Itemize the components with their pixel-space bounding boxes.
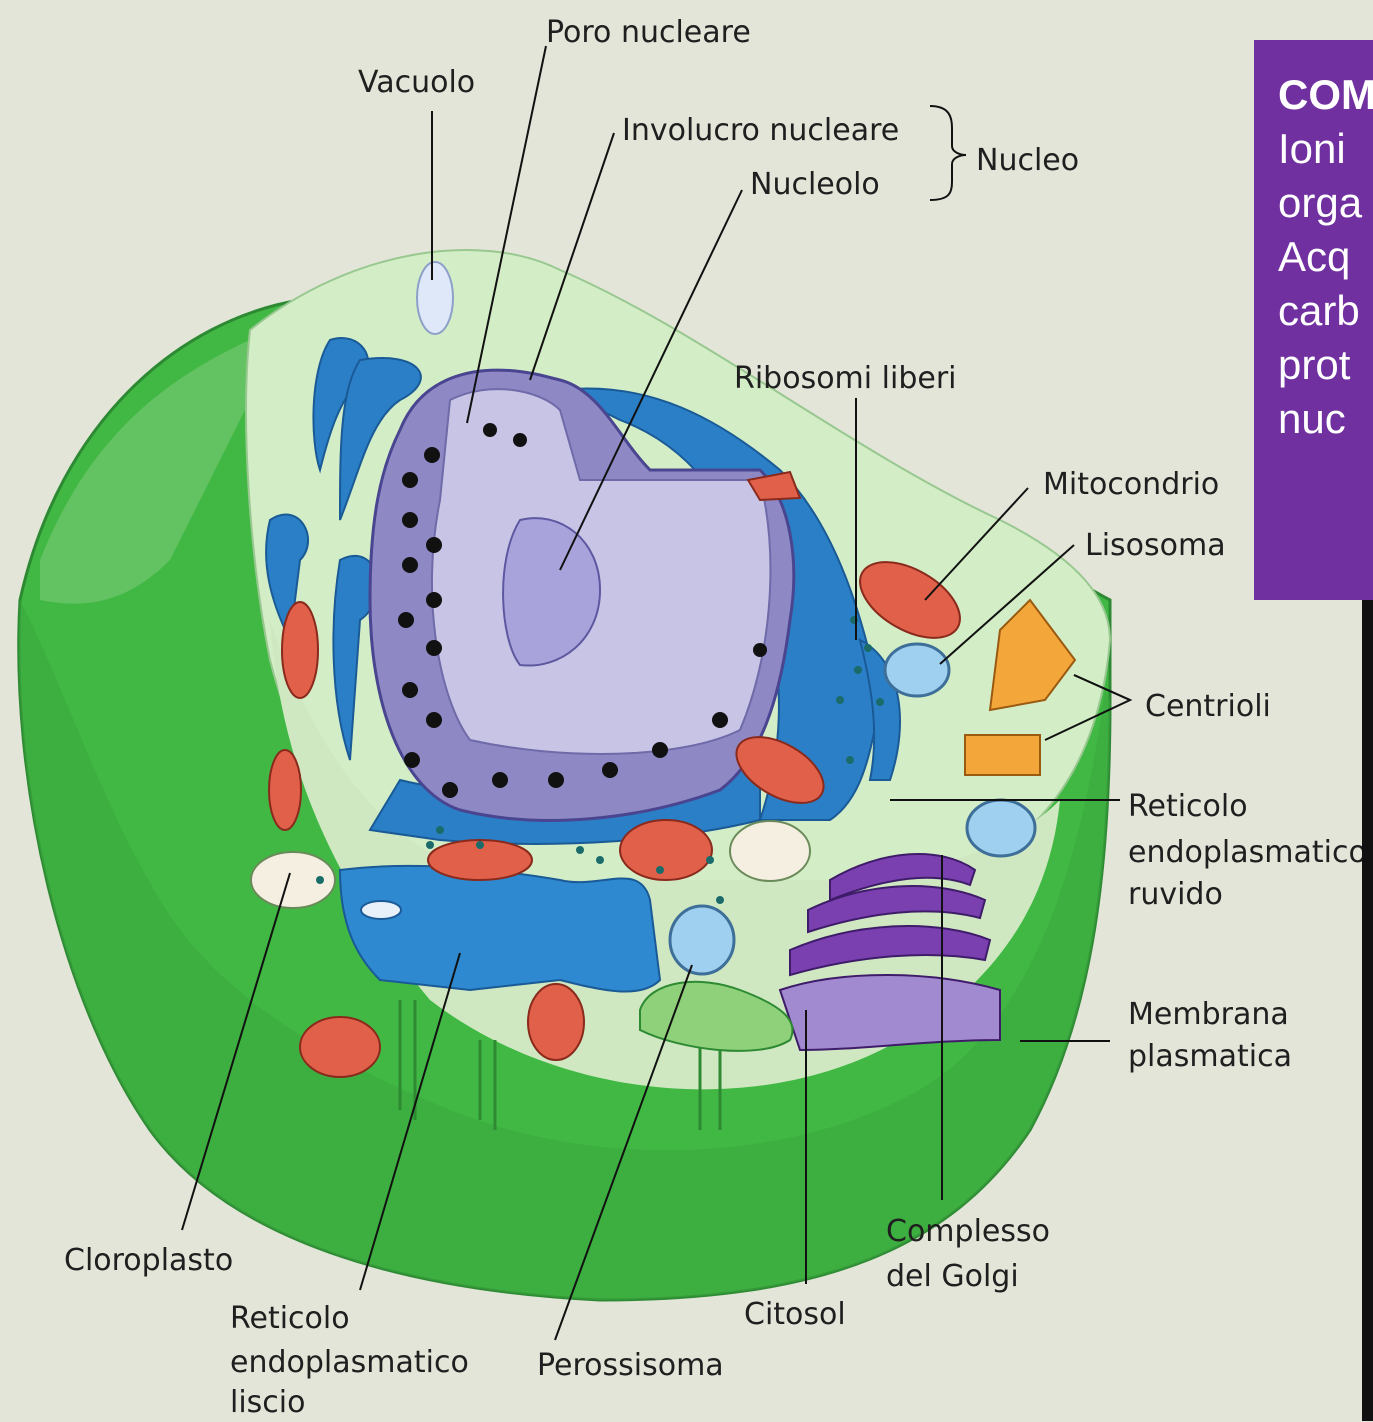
composition-line: carb [1278,284,1373,338]
vacuole [417,262,453,334]
label-perossisoma: Perossisoma [537,1347,724,1385]
label-vacuolo: Vacuolo [358,64,475,102]
label-reticolo-ruvido-1: Reticolo [1128,788,1248,826]
label-cloroplasto: Cloroplasto [64,1242,233,1280]
label-nucleolo: Nucleolo [750,166,880,204]
composition-box: COM Ioni orga Acq carb prot nuc [1254,40,1373,600]
lysosome [885,644,949,696]
label-involucro-nucleare: Involucro nucleare [622,112,899,150]
composition-line: orga [1278,176,1373,230]
label-citosol: Citosol [744,1296,846,1334]
smooth-er [340,866,660,992]
label-lisosoma: Lisosoma [1085,527,1226,565]
smooth-er-pore [361,901,401,919]
composition-line: Ioni [1278,122,1373,176]
label-golgi-1: Complesso [886,1213,1050,1251]
label-reticolo-liscio-2: endoplasmatico [230,1344,469,1382]
right-edge-strip [1362,600,1373,1421]
label-golgi-2: del Golgi [886,1258,1019,1296]
composition-line: Acq [1278,230,1373,284]
peroxisome [670,906,734,974]
label-membrana-1: Membrana [1128,996,1289,1034]
label-poro-nucleare: Poro nucleare [546,14,751,52]
label-reticolo-ruvido-3: ruvido [1128,876,1223,914]
nucleo-brace [930,106,966,200]
label-ribosomi-liberi: Ribosomi liberi [734,360,957,398]
label-membrana-2: plasmatica [1128,1038,1292,1076]
label-nucleo: Nucleo [976,142,1079,180]
label-reticolo-liscio-3: liscio [230,1384,305,1422]
label-reticolo-ruvido-2: endoplasmatico [1128,834,1367,872]
composition-line: prot [1278,338,1373,392]
label-reticolo-liscio-1: Reticolo [230,1300,350,1338]
composition-title: COM [1278,68,1373,122]
label-mitocondrio: Mitocondrio [1043,466,1219,504]
composition-line: nuc [1278,392,1373,446]
label-centrioli: Centrioli [1145,688,1271,726]
